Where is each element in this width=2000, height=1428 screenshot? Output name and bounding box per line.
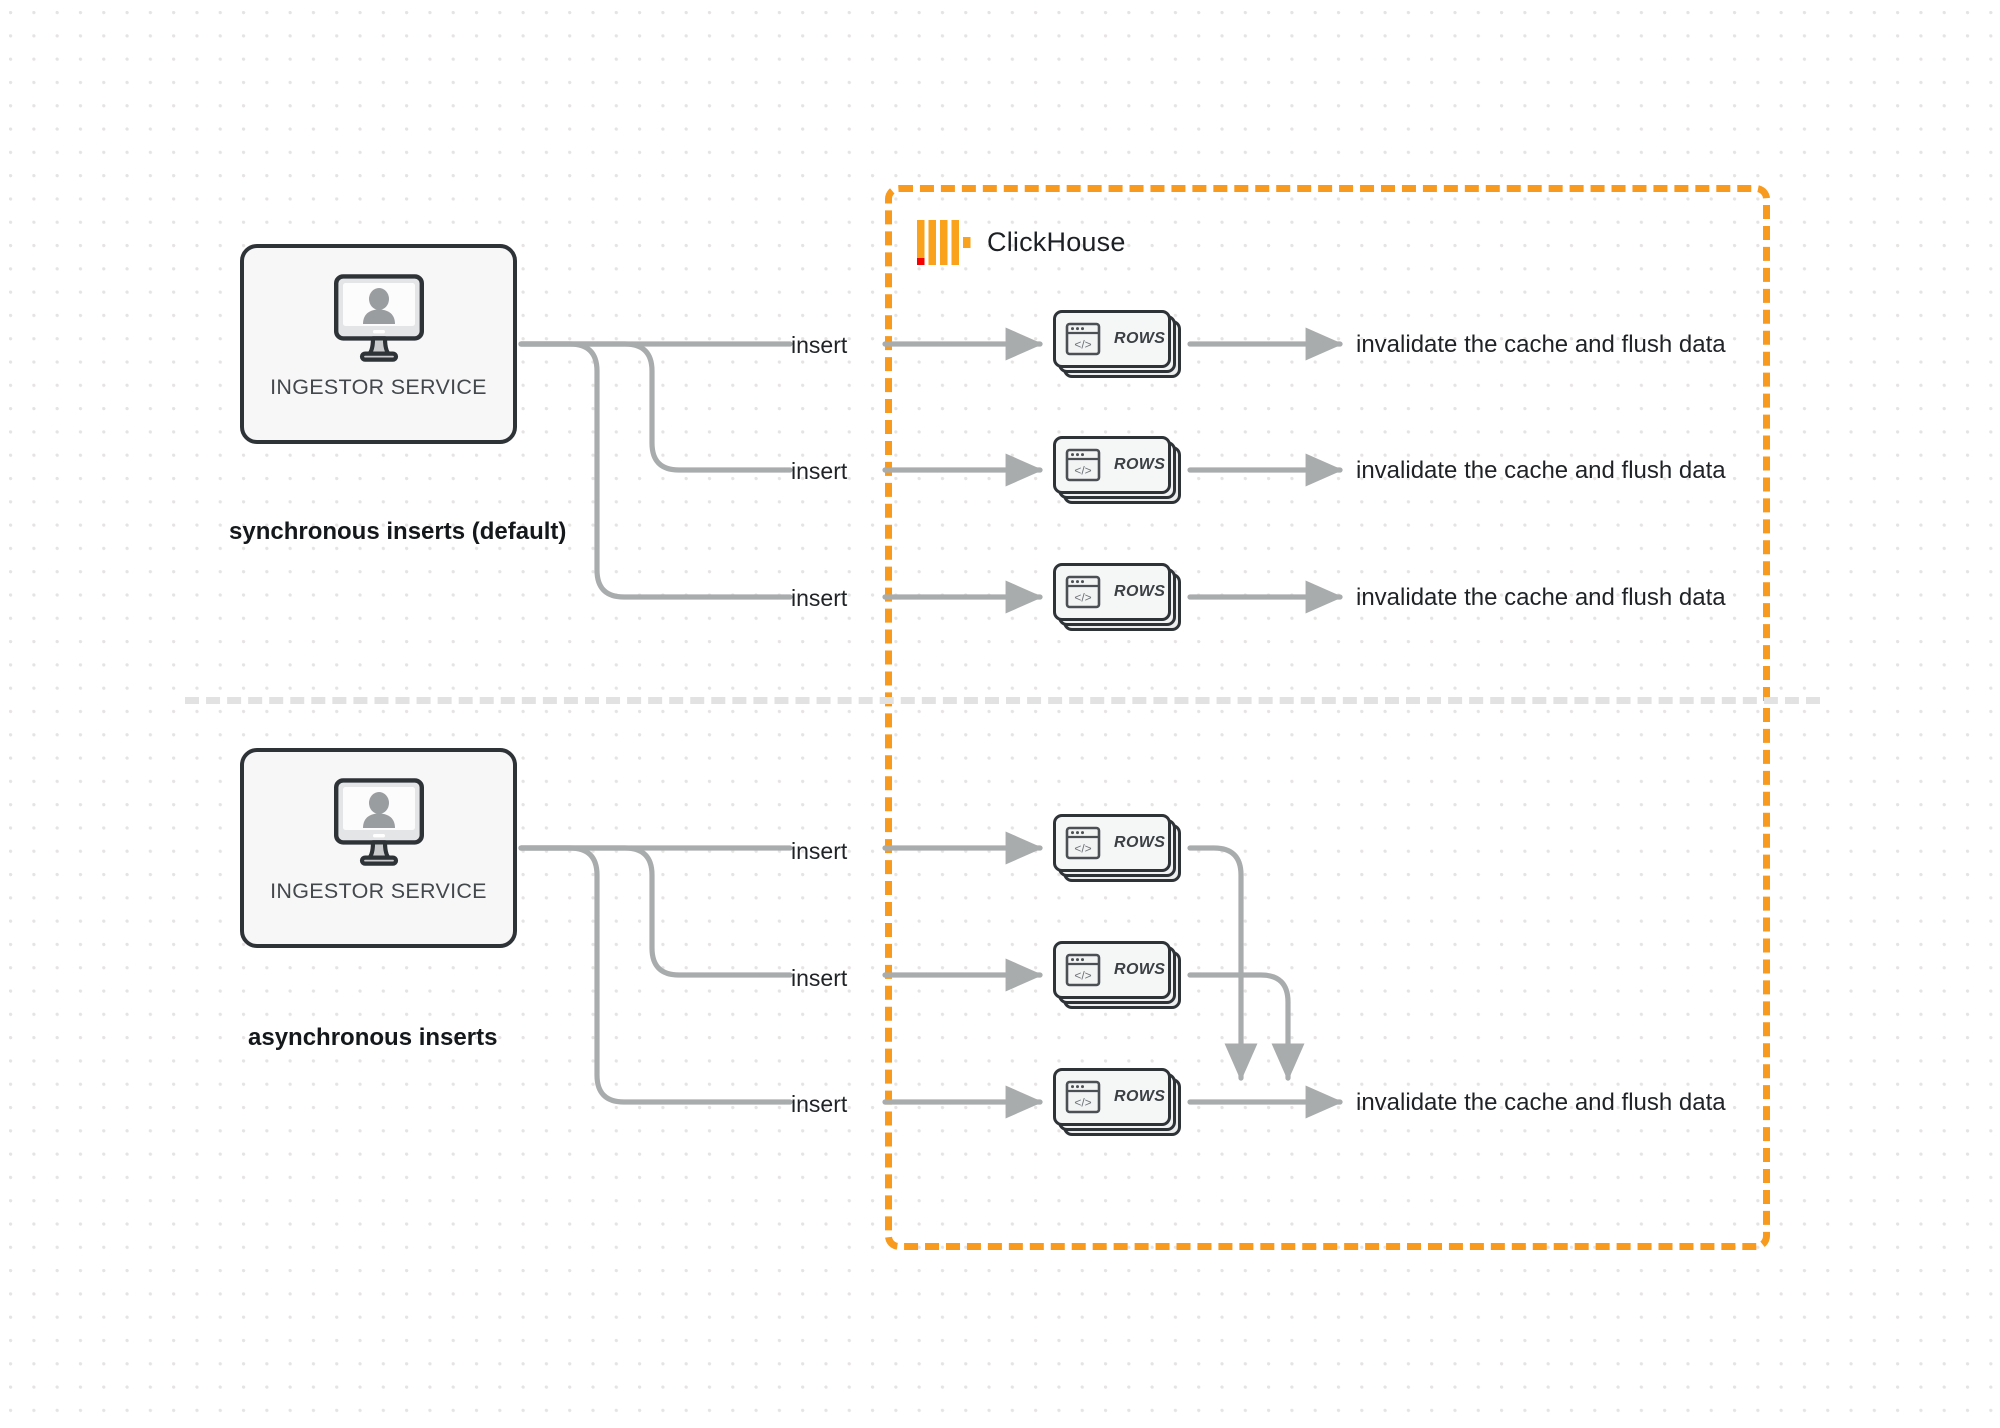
rows-node-async-1[interactable]: </> ROWS [1053, 814, 1181, 882]
rows-node-async-2[interactable]: </> ROWS [1053, 941, 1181, 1009]
edge-label-insert-async-3: insert [791, 1091, 848, 1117]
code-window-icon: </> [1065, 575, 1101, 609]
rows-node-label: ROWS [1114, 834, 1166, 851]
rows-card-front: </> ROWS [1053, 310, 1171, 368]
svg-text:</>: </> [1074, 464, 1091, 478]
edge-label-insert-sync-3: insert [791, 585, 848, 611]
svg-text:</>: </> [1074, 842, 1091, 856]
svg-text:</>: </> [1074, 1096, 1091, 1110]
svg-text:</>: </> [1074, 338, 1091, 352]
ingestor-service-label: INGESTOR SERVICE [270, 375, 487, 399]
async-branch-2 [518, 845, 793, 978]
rows-node-label: ROWS [1114, 961, 1166, 978]
code-window-icon: </> [1065, 826, 1101, 860]
rows-card-front: </> ROWS [1053, 436, 1171, 494]
rows-node-label: ROWS [1114, 1088, 1166, 1105]
rows-node-label: ROWS [1114, 583, 1166, 600]
caption-asynchronous: asynchronous inserts [248, 1024, 498, 1051]
ingestor-service-node-sync[interactable]: INGESTOR SERVICE [240, 244, 517, 444]
rows-node-label: ROWS [1114, 330, 1166, 347]
rows-node-sync-3[interactable]: </> ROWS [1053, 563, 1181, 631]
ingestor-service-label: INGESTOR SERVICE [270, 879, 487, 903]
code-window-icon: </> [1065, 1080, 1101, 1114]
section-divider [185, 697, 1820, 704]
sink-label-sync-3: invalidate the cache and flush data [1356, 584, 1726, 611]
edge-label-insert-sync-2: insert [791, 458, 848, 484]
sink-label-async: invalidate the cache and flush data [1356, 1089, 1726, 1116]
rows-card-front: </> ROWS [1053, 814, 1171, 872]
clickhouse-brand-label: ClickHouse [987, 227, 1126, 257]
sink-label-sync-1: invalidate the cache and flush data [1356, 331, 1726, 358]
rows-node-sync-1[interactable]: </> ROWS [1053, 310, 1181, 378]
rows-node-async-3[interactable]: </> ROWS [1053, 1068, 1181, 1136]
edge-label-insert-async-2: insert [791, 965, 848, 991]
code-window-icon: </> [1065, 322, 1101, 356]
svg-text:</>: </> [1074, 591, 1091, 605]
edge-label-insert-sync-1: insert [791, 332, 848, 358]
clickhouse-brand: ClickHouse [917, 220, 1126, 265]
async-branch-3 [518, 845, 793, 1105]
monitor-user-icon [333, 778, 424, 866]
caption-synchronous: synchronous inserts (default) [229, 518, 567, 545]
rows-node-label: ROWS [1114, 456, 1166, 473]
code-window-icon: </> [1065, 448, 1101, 482]
clickhouse-logo [917, 220, 971, 265]
code-window-icon: </> [1065, 953, 1101, 987]
sink-label-sync-2: invalidate the cache and flush data [1356, 457, 1726, 484]
sync-branch-3 [518, 341, 793, 600]
ingestor-service-node-async[interactable]: INGESTOR SERVICE [240, 748, 517, 948]
rows-card-front: </> ROWS [1053, 563, 1171, 621]
sync-branch-2 [518, 341, 793, 473]
rows-card-front: </> ROWS [1053, 941, 1171, 999]
monitor-user-icon [333, 274, 424, 362]
edge-label-insert-async-1: insert [791, 838, 848, 864]
svg-text:</>: </> [1074, 969, 1091, 983]
rows-node-sync-2[interactable]: </> ROWS [1053, 436, 1181, 504]
clickhouse-region-boundary [885, 185, 1770, 1250]
rows-card-front: </> ROWS [1053, 1068, 1171, 1126]
